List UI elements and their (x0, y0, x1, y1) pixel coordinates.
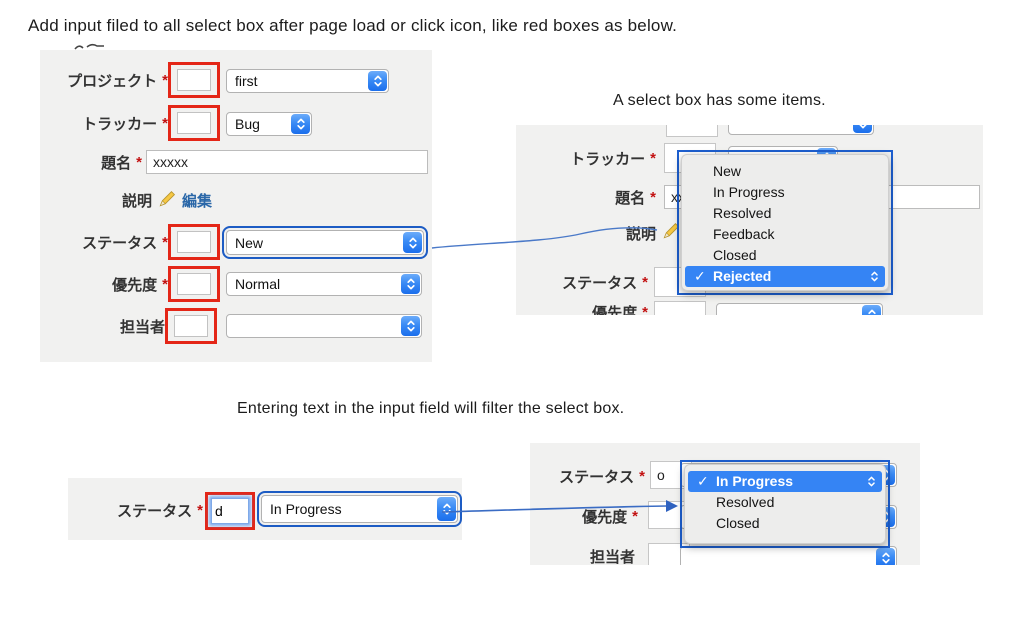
dropdown-option[interactable]: Resolved (713, 205, 772, 221)
filter-demo-panel: ステータス* In Progress (68, 478, 462, 540)
tracker-label: トラッカー* (570, 150, 656, 168)
select-stepper-icon (401, 274, 420, 294)
project-select[interactable]: first (226, 69, 389, 93)
status-label: ステータス* (82, 234, 168, 252)
select-items-caption: A select box has some items. (613, 92, 826, 109)
required-asterisk: * (136, 154, 142, 171)
select-stepper-icon (437, 497, 456, 521)
status-filter-input[interactable] (177, 231, 211, 253)
select-stepper-icon (403, 232, 422, 253)
dropdown-option-selected[interactable]: ✓ In Progress (688, 471, 882, 492)
dropdown-option[interactable]: Feedback (713, 226, 775, 242)
tracker-select[interactable]: Bug (226, 112, 312, 136)
status-label: ステータス* (559, 468, 645, 486)
select-stepper-icon (401, 316, 420, 336)
status-filter-redbox (205, 492, 255, 530)
subject-label: 題名* (101, 154, 142, 172)
page-title: Add input filed to all select box after … (28, 16, 678, 35)
filtered-form-panel: ステータス* o 優先度* 担当者 (530, 443, 920, 565)
tracker-label: トラッカー* (82, 115, 168, 133)
pencil-icon (662, 221, 681, 240)
required-asterisk: * (162, 115, 168, 132)
tracker-filter-input[interactable] (177, 112, 211, 134)
select-stepper-icon (876, 548, 895, 565)
priority-label: 優先度* (516, 302, 648, 315)
required-asterisk: * (162, 276, 168, 293)
select-stepper-icon (870, 269, 879, 284)
assignee-filter-redbox (165, 308, 217, 344)
subject-label: 題名* (615, 189, 656, 207)
required-asterisk: * (642, 304, 648, 315)
priority-label: 優先度* (582, 508, 638, 526)
project-filter-input[interactable] (177, 69, 211, 91)
status-select[interactable]: New (222, 226, 428, 259)
priority-filter-input[interactable] (177, 273, 211, 295)
dropdown-option-selected[interactable]: ✓ Rejected (685, 266, 885, 287)
tracker-filter-redbox (168, 105, 220, 141)
priority-select[interactable]: Normal (226, 272, 422, 296)
assignee-label: 担当者 (589, 549, 635, 565)
priority-select[interactable] (716, 303, 883, 315)
items-form-panel: トラッカー* 題名* 説明 ステータス* (516, 125, 983, 315)
checkmark-icon: ✓ (694, 268, 706, 284)
dropdown-option[interactable]: Closed (716, 515, 760, 531)
assignee-label: 担当者 (119, 319, 165, 336)
select-stepper-icon (862, 305, 881, 315)
status-dropdown-menu: New In Progress Resolved Feedback Closed… (681, 154, 889, 291)
description-label: 説明 (121, 193, 152, 210)
select-stepper-icon (853, 125, 872, 133)
description-label: 説明 (625, 226, 656, 243)
assignee-filter-input[interactable] (174, 315, 208, 337)
status-label: ステータス* (117, 502, 203, 520)
required-asterisk: * (162, 234, 168, 251)
pencil-icon (158, 189, 177, 208)
status-select[interactable]: In Progress (257, 491, 462, 527)
status-filter-redbox (168, 224, 220, 260)
crop-artifact (74, 43, 104, 50)
filter-note-caption: Entering text in the input field will fi… (237, 400, 625, 417)
dropdown-option[interactable]: In Progress (713, 184, 785, 200)
required-asterisk: * (650, 150, 656, 167)
edit-link[interactable]: 編集 (182, 193, 213, 210)
filtered-dropdown-menu: ✓ In Progress Resolved Closed (684, 464, 886, 544)
status-label: ステータス* (562, 274, 648, 292)
required-asterisk: * (197, 502, 203, 519)
project-filter-input[interactable] (666, 125, 718, 137)
select-stepper-icon (291, 114, 310, 134)
filtered-status-dropdown: ✓ In Progress Resolved Closed (680, 460, 890, 548)
required-asterisk: * (639, 468, 645, 485)
dropdown-option[interactable]: Resolved (716, 494, 775, 510)
select-stepper-icon (368, 71, 387, 91)
assignee-select[interactable] (680, 546, 897, 565)
project-label: プロジェクト* (67, 72, 168, 90)
subject-input[interactable] (146, 150, 428, 174)
status-filter-input[interactable] (211, 498, 249, 524)
dropdown-option[interactable]: New (713, 163, 742, 179)
dropdown-option[interactable]: Closed (713, 247, 757, 263)
status-dropdown: New In Progress Resolved Feedback Closed… (677, 150, 893, 295)
checkmark-icon: ✓ (697, 473, 709, 489)
required-asterisk: * (650, 189, 656, 206)
main-form-panel: プロジェクト* first トラッカー* Bug 題名* (40, 50, 432, 362)
select-stepper-icon (867, 474, 876, 489)
priority-filter-input[interactable] (654, 301, 706, 315)
required-asterisk: * (632, 508, 638, 525)
priority-filter-redbox (168, 266, 220, 302)
priority-label: 優先度* (112, 276, 168, 294)
required-asterisk: * (642, 274, 648, 291)
project-select[interactable] (728, 125, 874, 135)
required-asterisk: * (162, 72, 168, 89)
project-filter-redbox (168, 62, 220, 98)
assignee-select[interactable] (226, 314, 422, 338)
